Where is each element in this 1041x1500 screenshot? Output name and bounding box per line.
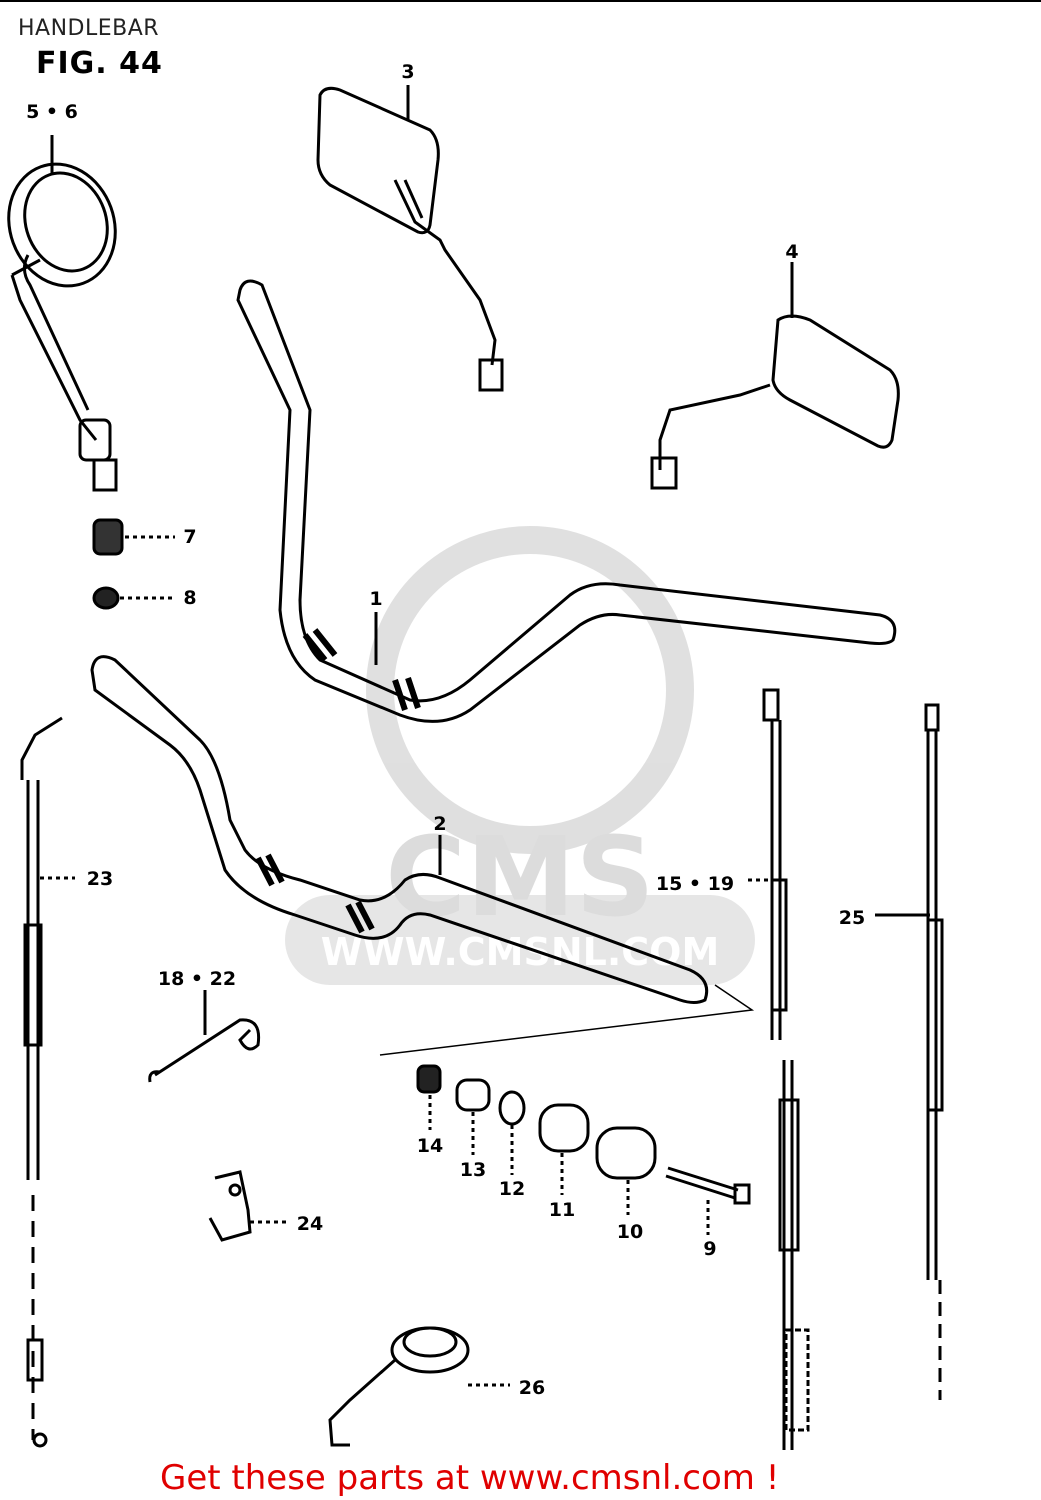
- callout-1: 1: [369, 588, 382, 610]
- watermark-url: WWW.CMSNL.COM: [321, 930, 720, 974]
- callout-15-19: 15 • 19: [656, 873, 734, 895]
- callout-3: 3: [401, 61, 414, 83]
- callout-9: 9: [703, 1238, 716, 1260]
- page-title: HANDLEBAR: [18, 16, 160, 41]
- footer-cta-link[interactable]: Get these parts at www.cmsnl.com !: [160, 1458, 780, 1498]
- callout-4: 4: [785, 241, 798, 263]
- handlebar-part-1[interactable]: [236, 279, 897, 723]
- cable-part-23[interactable]: [20, 716, 75, 1448]
- rect-mirror-part-4[interactable]: [650, 262, 900, 490]
- callout-12: 12: [499, 1178, 525, 1200]
- callout-18-22: 18 • 22: [158, 968, 236, 990]
- round-mirror-part[interactable]: [0, 135, 132, 492]
- callout-7: 7: [183, 526, 196, 548]
- figure-number: FIG. 44: [36, 46, 163, 81]
- watermark-brand: CMS: [385, 813, 654, 941]
- cable-holder-part-26[interactable]: [328, 1326, 510, 1447]
- callout-23: 23: [87, 868, 113, 890]
- spring-clip-part-18-22[interactable]: [148, 990, 261, 1083]
- callout-13: 13: [460, 1159, 486, 1181]
- callout-2: 2: [433, 813, 446, 835]
- callout-10: 10: [617, 1221, 643, 1243]
- top-border: [0, 0, 1041, 2]
- part-8-nut[interactable]: [92, 586, 175, 610]
- callout-24: 24: [297, 1213, 323, 1235]
- hardware-parts-9-14[interactable]: [416, 1064, 751, 1235]
- cms-watermark: CMS WWW.CMSNL.COM: [285, 526, 755, 985]
- cable-part-25[interactable]: [875, 703, 944, 1400]
- callout-8: 8: [183, 587, 196, 609]
- rect-mirror-part-3[interactable]: [316, 85, 504, 392]
- callout-5-6: 5 • 6: [26, 101, 78, 123]
- callout-11: 11: [549, 1199, 575, 1221]
- part-7-bolt[interactable]: [92, 518, 175, 556]
- callout-25: 25: [839, 907, 865, 929]
- cable-part-15-19[interactable]: [748, 688, 810, 1450]
- callout-14: 14: [417, 1135, 443, 1157]
- bracket-part-24[interactable]: [208, 1170, 290, 1242]
- callout-26: 26: [519, 1377, 545, 1399]
- handlebar-part-2[interactable]: [90, 655, 755, 1056]
